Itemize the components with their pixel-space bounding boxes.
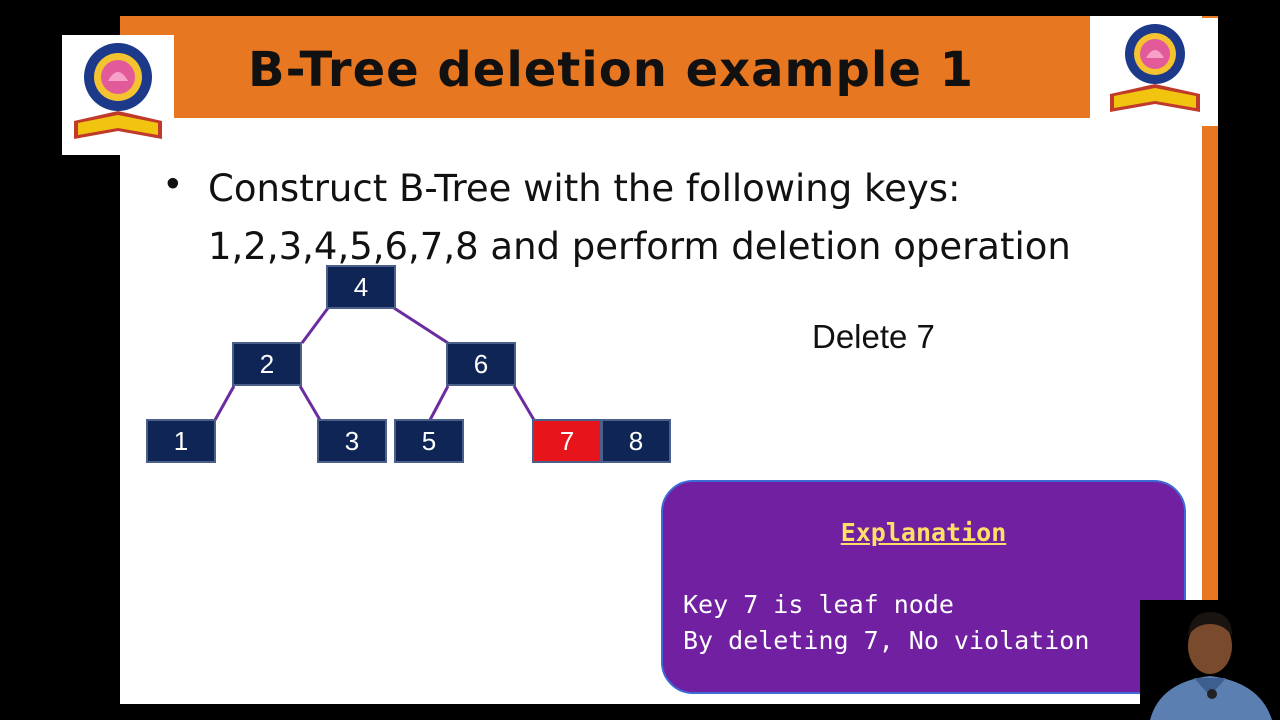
node-leaf-3: 3 <box>317 419 387 463</box>
explanation-heading: Explanation <box>840 518 1007 547</box>
college-logo-right <box>1092 18 1218 126</box>
delete-label: Delete 7 <box>812 318 935 355</box>
node-leaf-8: 8 <box>601 419 671 463</box>
bullet-line-2: 1,2,3,4,5,6,7,8 and perform deletion ope… <box>208 225 1071 268</box>
title-bar <box>120 16 1090 118</box>
edge-6-7 <box>512 385 536 421</box>
slide-title: B-Tree deletion example 1 <box>248 42 974 98</box>
presenter-video <box>1140 600 1280 720</box>
node-leaf-7-highlighted: 7 <box>532 419 602 463</box>
edge-4-2 <box>300 307 330 344</box>
explanation-line-1: Key 7 is leaf node <box>683 590 954 619</box>
bullet-dot: • <box>166 162 180 205</box>
node-leaf-5: 5 <box>394 419 464 463</box>
college-logo-left <box>62 35 174 155</box>
edge-4-6 <box>393 306 449 345</box>
edge-2-1 <box>213 385 236 421</box>
node-level2-right: 6 <box>446 342 516 386</box>
edge-2-3 <box>298 385 322 421</box>
explanation-box: Explanation Key 7 is leaf node By deleti… <box>661 480 1186 694</box>
edge-6-5 <box>428 385 450 421</box>
node-leaf-1: 1 <box>146 419 216 463</box>
slide-right-border <box>1202 16 1218 704</box>
bullet-line-1: Construct B-Tree with the following keys… <box>208 167 961 210</box>
explanation-line-2: By deleting 7, No violation <box>683 626 1090 655</box>
node-root: 4 <box>326 265 396 309</box>
bullet-text: Construct B-Tree with the following keys… <box>208 160 1071 276</box>
node-level2-left: 2 <box>232 342 302 386</box>
